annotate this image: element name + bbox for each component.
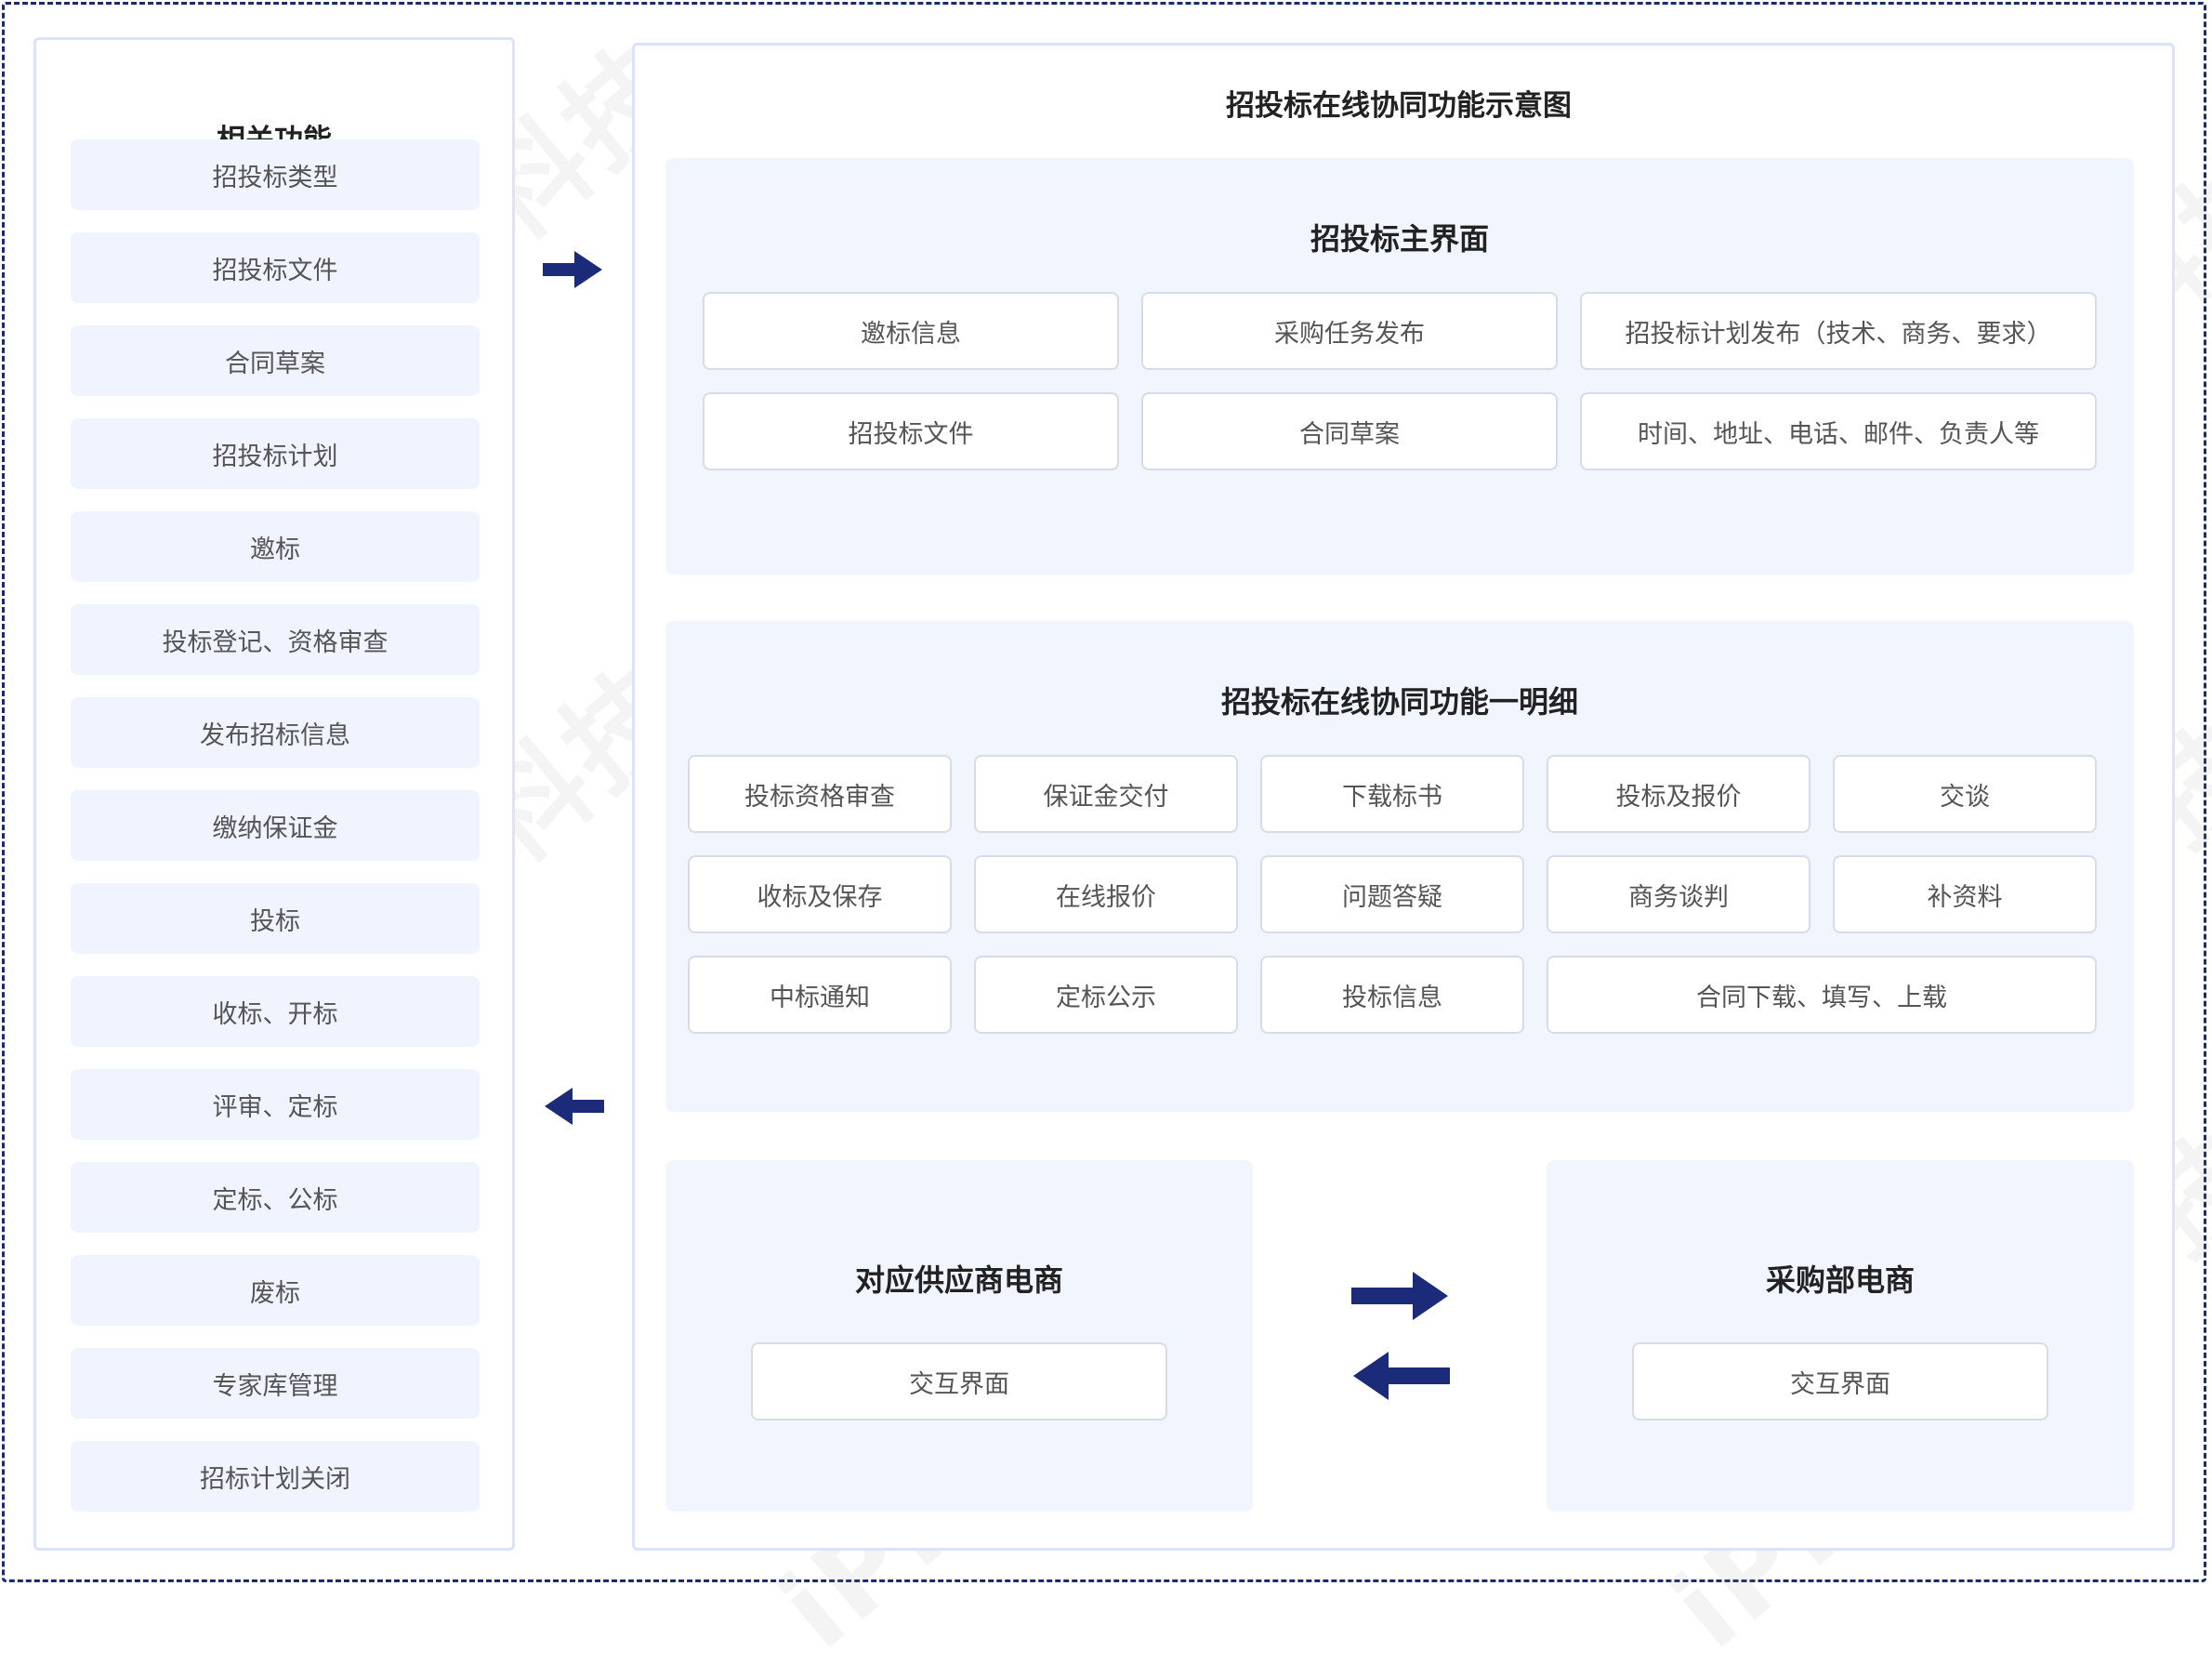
function-item: 投标登记、资格审查 [71, 604, 480, 675]
detail-item: 收标及保存 [688, 855, 952, 933]
function-item: 合同草案 [71, 325, 480, 396]
supplier-interaction-button[interactable]: 交互界面 [751, 1342, 1167, 1420]
main-interface-item: 时间、地址、电话、邮件、负责人等 [1580, 392, 2097, 470]
arrow-right-icon [1351, 1272, 1448, 1320]
detail-item: 投标及报价 [1547, 755, 1810, 833]
arrow-left-icon [1353, 1352, 1450, 1400]
function-item: 专家库管理 [71, 1348, 480, 1419]
function-item: 邀标 [71, 511, 480, 582]
detail-item: 交谈 [1833, 755, 2097, 833]
detail-item: 保证金交付 [974, 755, 1238, 833]
function-item: 评审、定标 [71, 1069, 480, 1140]
function-item: 投标 [71, 883, 480, 954]
function-item: 定标、公标 [71, 1162, 480, 1233]
function-item: 缴纳保证金 [71, 790, 480, 861]
main-interface-item: 合同草案 [1141, 392, 1558, 470]
arrow-right-icon [543, 251, 602, 288]
arrow-left-icon [545, 1088, 604, 1125]
function-item: 招投标类型 [71, 139, 480, 210]
function-item: 招投标文件 [71, 232, 480, 303]
detail-item: 定标公示 [974, 956, 1238, 1034]
detail-item: 合同下载、填写、上载 [1547, 956, 2097, 1034]
function-item: 废标 [71, 1255, 480, 1326]
main-interface-item: 邀标信息 [703, 292, 1119, 370]
function-item: 招标计划关闭 [71, 1441, 480, 1512]
detail-item: 问题答疑 [1260, 855, 1524, 933]
detail-title: 招投标在线协同功能一明细 [1220, 684, 1578, 720]
supplier-title: 对应供应商电商 [854, 1262, 1063, 1298]
detail-item: 商务谈判 [1547, 855, 1810, 933]
detail-item: 投标信息 [1260, 956, 1524, 1034]
main-interface-item: 采购任务发布 [1141, 292, 1558, 370]
detail-item: 补资料 [1833, 855, 2097, 933]
supplier-section [665, 1160, 1253, 1512]
function-item: 招投标计划 [71, 418, 480, 489]
purchase-interaction-button[interactable]: 交互界面 [1632, 1342, 2048, 1420]
diagram-title: 招投标在线协同功能示意图 [1226, 89, 1572, 123]
function-item: 发布招标信息 [71, 697, 480, 768]
main-interface-title: 招投标主界面 [1310, 221, 1489, 257]
main-interface-item: 招投标文件 [703, 392, 1119, 470]
detail-item: 中标通知 [688, 956, 952, 1034]
detail-item: 在线报价 [974, 855, 1238, 933]
purchase-title: 采购部电商 [1765, 1262, 1915, 1298]
function-item: 收标、开标 [71, 976, 480, 1047]
purchase-section [1547, 1160, 2134, 1512]
main-interface-item: 招投标计划发布（技术、商务、要求） [1580, 292, 2097, 370]
detail-item: 投标资格审查 [688, 755, 952, 833]
detail-item: 下载标书 [1260, 755, 1524, 833]
diagram-outer-border [2, 2, 2206, 1582]
